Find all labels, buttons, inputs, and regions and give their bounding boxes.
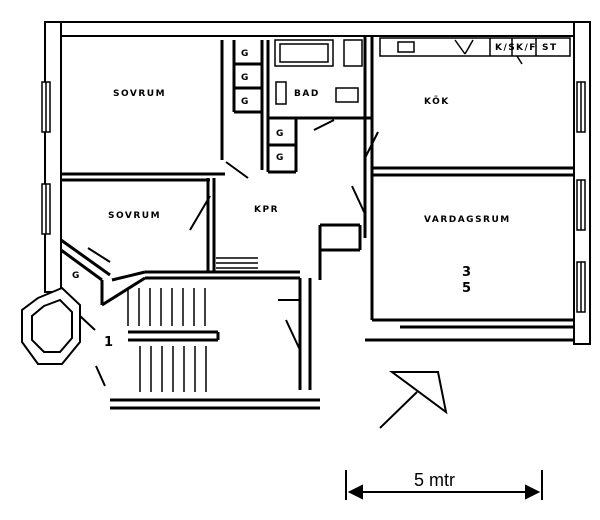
stair-number: 1 xyxy=(104,335,115,350)
interior-walls xyxy=(60,36,574,410)
kitchen-label-kf: K/F xyxy=(516,43,537,53)
door-swings xyxy=(79,119,379,387)
wardrobe-label-g-5: G xyxy=(276,153,285,163)
room-label-kpr: KPR xyxy=(254,205,279,215)
outer-walls xyxy=(44,21,591,345)
scale-bar xyxy=(345,470,543,500)
stairs-bottom-flight xyxy=(139,346,207,392)
kitchen-counter xyxy=(379,37,571,65)
wardrobe-label-g-2: G xyxy=(241,73,250,83)
room-label-bad: BAD xyxy=(294,89,320,99)
kitchen-label-ks: K/S xyxy=(495,43,516,53)
stairs-top-flight xyxy=(127,288,206,326)
room-label-sovrum-2: SOVRUM xyxy=(108,211,161,221)
stair-tower xyxy=(21,286,81,365)
scale-bar-label: 5 mtr xyxy=(414,470,455,490)
apartment-number-bottom: 5 xyxy=(462,281,473,296)
stair-landing xyxy=(128,330,220,342)
windows xyxy=(41,81,586,313)
wardrobe-label-g-4: G xyxy=(276,129,285,139)
room-label-kok: KÖK xyxy=(424,96,450,107)
room-label-vardagsrum: VARDAGSRUM xyxy=(424,215,511,225)
wardrobe-label-g-1: G xyxy=(241,49,250,59)
closet-label-g: G xyxy=(72,271,81,281)
wardrobe-label-g-3: G xyxy=(241,97,250,107)
bathroom-fixtures xyxy=(274,39,363,105)
north-arrow-icon xyxy=(379,371,448,429)
room-label-sovrum-1: SOVRUM xyxy=(113,89,166,99)
kpr-step xyxy=(216,257,258,269)
kitchen-label-st: ST xyxy=(542,43,558,53)
apartment-number-top: 3 xyxy=(462,265,473,280)
